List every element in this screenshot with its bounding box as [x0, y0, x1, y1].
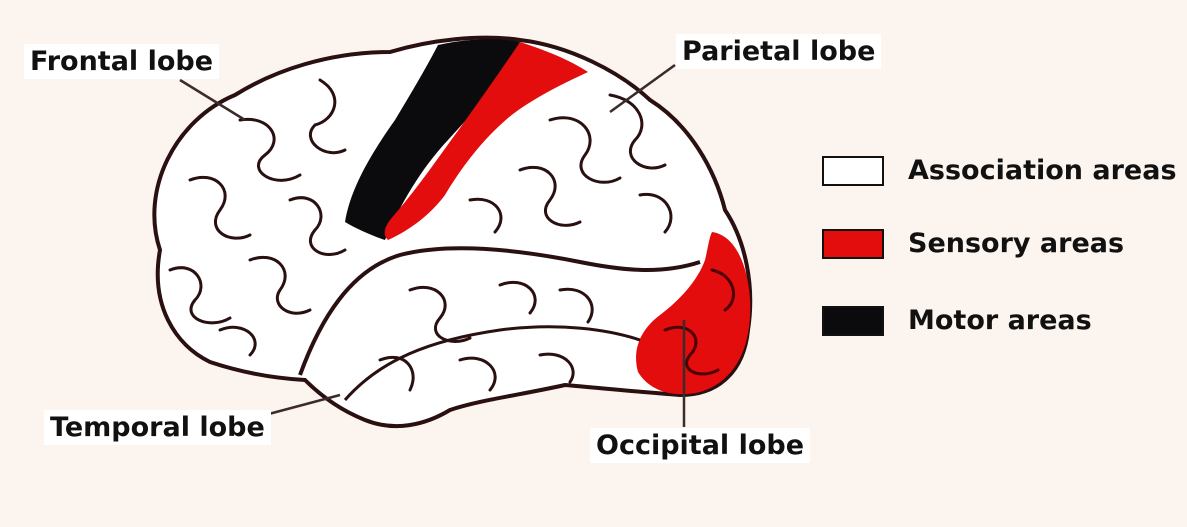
legend-label-motor: Motor areas — [908, 305, 1092, 336]
frontal-lobe-label: Frontal lobe — [24, 44, 219, 79]
temporal-leader — [265, 395, 340, 415]
legend-item-association: Association areas — [822, 155, 1177, 186]
parietal-lobe-label: Parietal lobe — [676, 34, 881, 69]
legend-item-sensory: Sensory areas — [822, 228, 1124, 259]
temporal-lobe-label: Temporal lobe — [44, 410, 271, 445]
legend-swatch-sensory — [822, 229, 884, 259]
legend-label-sensory: Sensory areas — [908, 228, 1124, 259]
legend-item-motor: Motor areas — [822, 305, 1092, 336]
legend-swatch-motor — [822, 306, 884, 336]
legend-label-association: Association areas — [908, 155, 1177, 186]
occipital-lobe-label: Occipital lobe — [590, 428, 810, 463]
legend-swatch-association — [822, 156, 884, 186]
